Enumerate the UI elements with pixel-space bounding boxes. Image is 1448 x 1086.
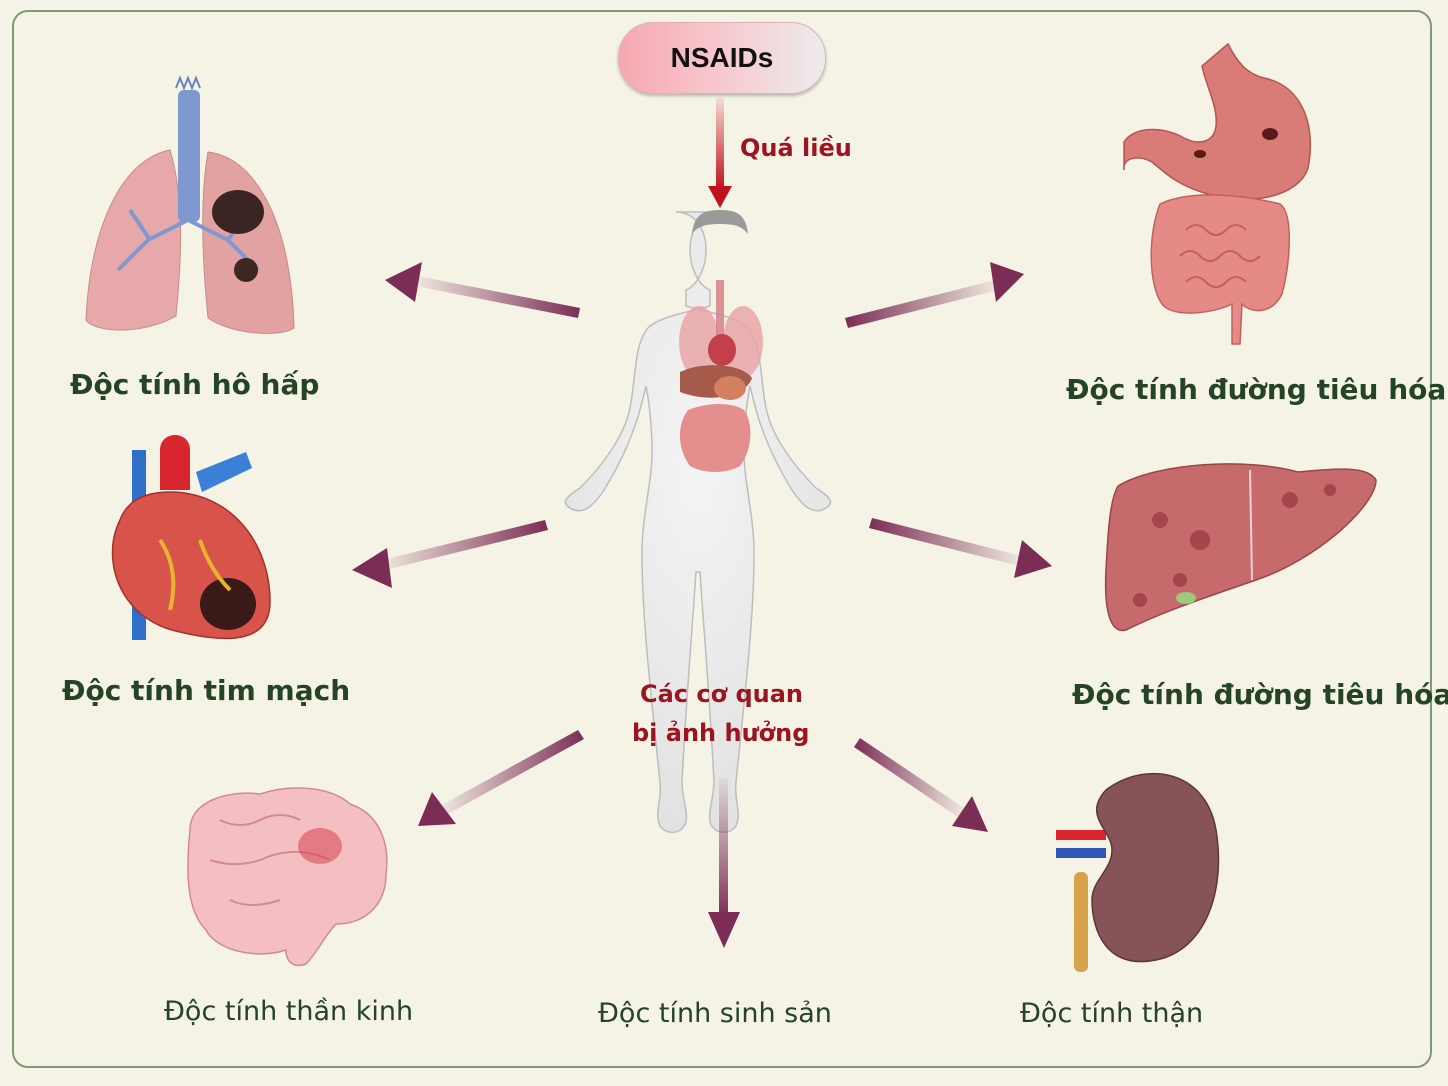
organs-label-line1: Các cơ quan: [640, 680, 804, 708]
stomach-icon: [1123, 42, 1312, 201]
kidney-icon: [1056, 772, 1220, 972]
arrow-to-gi-top: [845, 262, 1024, 328]
heart-icon: [111, 435, 271, 640]
gi-toxicity-label-liver: Độc tính đường tiêu hóa: [1072, 678, 1448, 711]
human-body-icon: [564, 210, 832, 834]
renal-toxicity-label: Độc tính thận: [1020, 998, 1204, 1029]
brain-icon: [187, 787, 388, 967]
arrow-to-liver: [869, 518, 1052, 578]
intestine-icon: [1150, 194, 1290, 345]
arrow-to-neuro: [418, 730, 584, 826]
arrow-to-cardio: [352, 520, 548, 588]
lungs-icon: [85, 75, 295, 334]
arrow-to-respiratory: [385, 262, 580, 318]
overdose-arrow: [708, 98, 732, 208]
nsaids-label: NSAIDs: [670, 42, 774, 73]
respiratory-toxicity-label: Độc tính hô hấp: [70, 368, 320, 401]
nsaids-pill: NSAIDs: [618, 22, 826, 94]
arrow-to-renal: [854, 738, 988, 832]
organs-label-line2: bị ảnh hưởng: [632, 719, 810, 747]
repro-toxicity-label: Độc tính sinh sản: [598, 998, 832, 1029]
cardio-toxicity-label: Độc tính tim mạch: [62, 674, 351, 707]
arrow-to-repro: [708, 778, 740, 948]
gi-toxicity-label-top: Độc tính đường tiêu hóa: [1066, 373, 1447, 406]
overdose-label: Quá liều: [740, 134, 852, 162]
neuro-toxicity-label: Độc tính thần kinh: [164, 996, 414, 1027]
liver-icon: [1104, 463, 1377, 632]
